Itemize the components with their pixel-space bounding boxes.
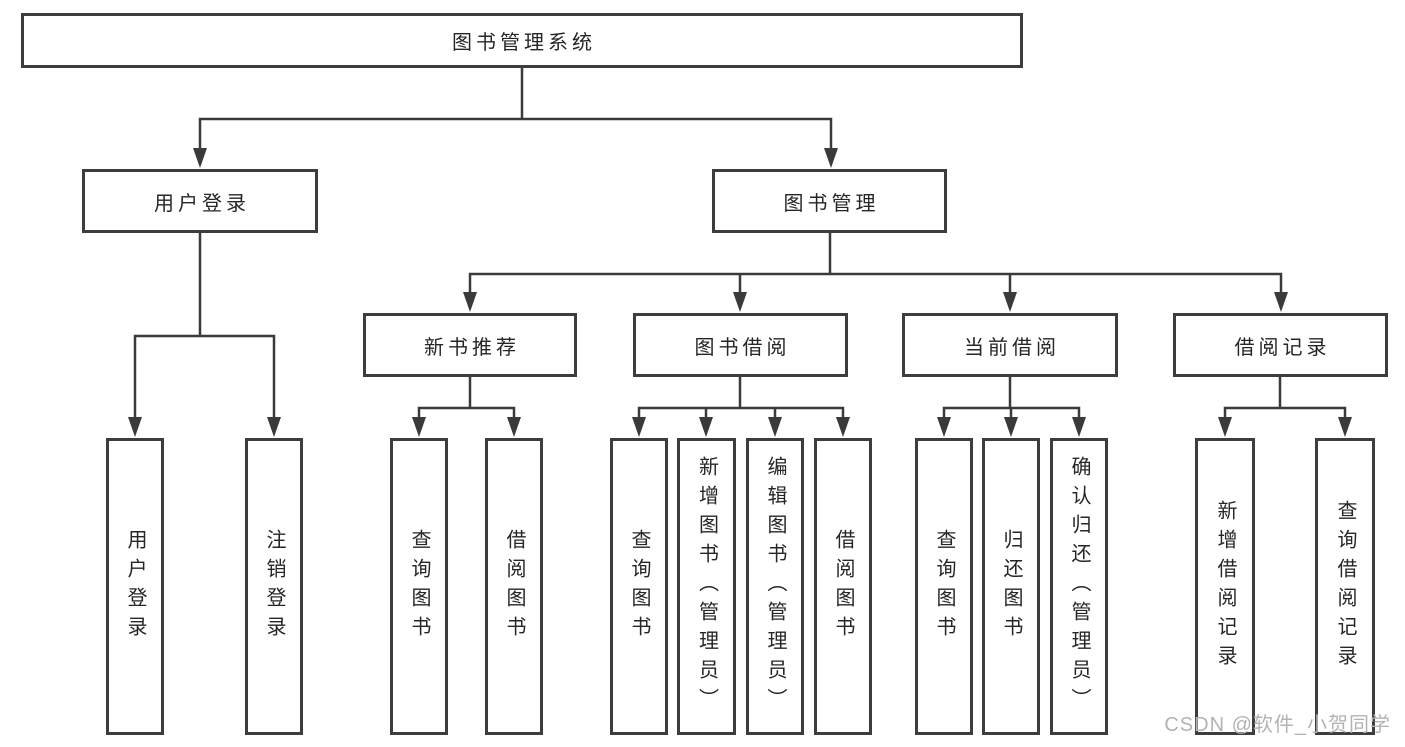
node-book-borrow: 图书借阅 — [633, 313, 848, 377]
leaf-label: 新增借阅记录 — [1214, 499, 1236, 674]
node-book-management-label: 图书管理 — [783, 192, 880, 215]
arrow-down-icon — [733, 292, 747, 312]
node-user-login-label: 用户登录 — [154, 192, 250, 215]
arrow-down-icon — [1003, 292, 1017, 312]
node-root-label: 图书管理系统 — [452, 32, 596, 54]
connector-root-to-level2 — [193, 68, 838, 168]
leaf-logout: 注销登录 — [245, 438, 303, 735]
leaf-search-books-recommend: 查询图书 — [390, 438, 448, 735]
leaf-add-book-admin: 新增图书（管理员） — [677, 438, 736, 735]
leaf-user-login: 用户登录 — [106, 438, 164, 735]
connector-book-borrow-children — [632, 377, 850, 437]
arrow-down-icon — [1338, 417, 1352, 437]
leaf-search-borrow-record: 查询借阅记录 — [1315, 438, 1375, 735]
arrow-down-icon — [1274, 292, 1288, 312]
node-new-book-recommend: 新书推荐 — [363, 313, 577, 377]
arrow-down-icon — [412, 417, 426, 437]
arrow-down-icon — [128, 417, 142, 437]
connector-borrow-records-children — [1218, 377, 1352, 437]
arrow-down-icon — [632, 417, 646, 437]
leaf-edit-book-admin: 编辑图书（管理员） — [746, 438, 804, 735]
node-borrow-records: 借阅记录 — [1173, 313, 1388, 377]
arrow-down-icon — [1004, 417, 1018, 437]
node-borrow-records-label: 借阅记录 — [1234, 336, 1331, 359]
leaf-label: 用户登录 — [124, 528, 146, 645]
leaf-label: 查询图书 — [628, 528, 650, 645]
arrow-down-icon — [824, 148, 838, 168]
arrow-down-icon — [937, 417, 951, 437]
leaf-borrow-books: 借阅图书 — [814, 438, 872, 735]
leaf-add-borrow-record: 新增借阅记录 — [1195, 438, 1255, 735]
leaf-search-books-current: 查询图书 — [915, 438, 973, 735]
leaf-label: 借阅图书 — [503, 528, 525, 645]
connector-new-book-children — [412, 377, 521, 437]
leaf-label: 编辑图书（管理员） — [764, 456, 786, 717]
leaf-search-books-borrow: 查询图书 — [610, 438, 668, 735]
arrow-down-icon — [699, 417, 713, 437]
arrow-down-icon — [1072, 417, 1086, 437]
leaf-label: 借阅图书 — [832, 528, 854, 645]
node-new-book-recommend-label: 新书推荐 — [424, 336, 520, 359]
arrow-down-icon — [463, 292, 477, 312]
node-book-borrow-label: 图书借阅 — [694, 336, 791, 359]
connector-current-borrow-children — [937, 377, 1086, 437]
arrow-down-icon — [507, 417, 521, 437]
leaf-label: 归还图书 — [1000, 528, 1022, 645]
leaf-confirm-return-admin: 确认归还（管理员） — [1050, 438, 1108, 735]
leaf-label: 确认归还（管理员） — [1068, 456, 1090, 717]
node-current-borrow: 当前借阅 — [902, 313, 1118, 377]
node-book-management: 图书管理 — [712, 169, 947, 233]
leaf-label: 查询图书 — [933, 528, 955, 645]
node-root: 图书管理系统 — [21, 13, 1023, 68]
leaf-label: 查询借阅记录 — [1334, 499, 1356, 674]
arrow-down-icon — [267, 417, 281, 437]
node-user-login: 用户登录 — [82, 169, 318, 233]
csdn-watermark: CSDN @软件_小贺同学 — [1164, 714, 1391, 736]
leaf-borrow-books-recommend: 借阅图书 — [485, 438, 543, 735]
leaf-label: 新增图书（管理员） — [695, 456, 718, 717]
arrow-down-icon — [193, 148, 207, 168]
leaf-return-books: 归还图书 — [982, 438, 1040, 735]
connector-user-login-children — [128, 233, 281, 437]
leaf-label: 查询图书 — [408, 528, 430, 645]
leaf-label: 注销登录 — [263, 528, 285, 645]
arrow-down-icon — [836, 417, 850, 437]
arrow-down-icon — [768, 417, 782, 437]
arrow-down-icon — [1218, 417, 1232, 437]
connector-book-management-children — [463, 233, 1288, 312]
node-current-borrow-label: 当前借阅 — [964, 336, 1060, 359]
